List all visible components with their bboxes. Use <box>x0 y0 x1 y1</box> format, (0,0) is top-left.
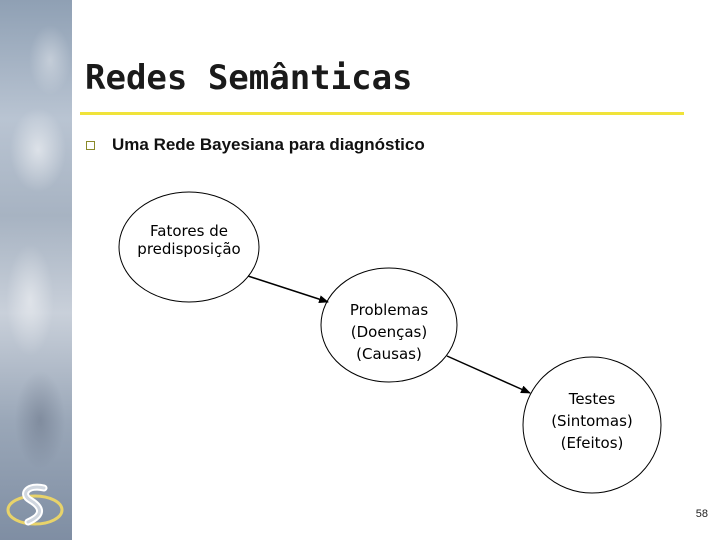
node-label-line: Problemas <box>349 301 429 319</box>
node-label-line: (Doenças) <box>350 323 428 341</box>
node-label-line: predisposição <box>137 240 241 258</box>
node-label-line: (Sintomas) <box>551 412 633 430</box>
node-fatores <box>118 191 260 303</box>
bullet-text: Uma Rede Bayesiana para diagnóstico <box>112 135 425 154</box>
slide-title: Redes Semânticas <box>85 58 413 98</box>
page-number: 58 <box>695 508 708 520</box>
bullet-square-icon <box>86 141 95 150</box>
logo-icon <box>6 483 64 526</box>
node-label-line: Testes <box>568 390 616 408</box>
node-label-fatores: Fatores de predisposição <box>119 222 259 258</box>
node-label-problemas: Problemas (Doenças) (Causas) <box>321 299 457 365</box>
edge-problemas-testes <box>446 355 531 394</box>
sidebar-background <box>0 0 72 540</box>
node-problemas <box>320 267 458 383</box>
node-label-line: (Causas) <box>356 345 422 363</box>
sidebar-image <box>0 0 72 540</box>
edge-fatores-problemas <box>247 275 329 304</box>
node-label-line: Fatores de <box>150 222 228 240</box>
title-underline <box>80 112 684 115</box>
node-label-line: (Efeitos) <box>560 434 624 452</box>
node-testes <box>522 356 662 494</box>
node-label-testes: Testes (Sintomas) (Efeitos) <box>522 388 662 454</box>
